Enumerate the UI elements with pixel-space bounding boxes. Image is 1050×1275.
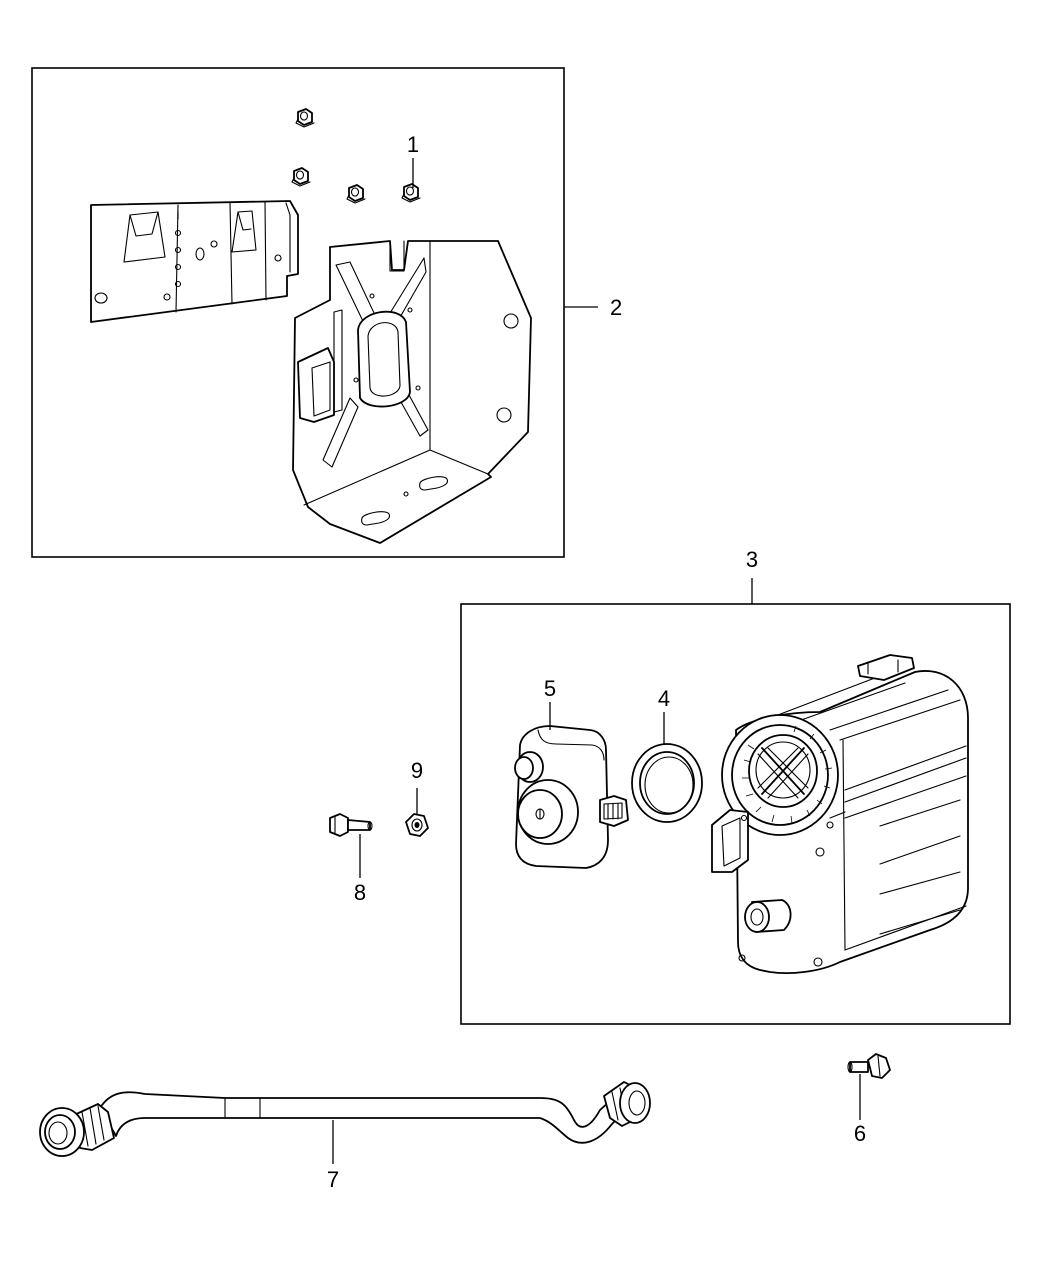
canister-bracket [292,240,532,544]
nut-1d [401,183,421,203]
nut-1a [295,108,315,128]
callout-9: 9 [411,758,423,783]
vapor-hose [39,1081,651,1157]
seal-ring [631,743,703,823]
bolt-8 [329,813,373,837]
mounting-plate [90,200,299,323]
bolt-6 [847,1053,891,1079]
callout-5: 5 [544,676,556,701]
bracket-group-frame [31,67,565,558]
callout-3: 3 [746,547,758,572]
nut-1c [346,184,366,204]
vapor-canister [711,654,969,975]
callout-4: 4 [658,686,670,711]
callout-1: 1 [407,132,419,157]
nut-9 [405,813,429,837]
callout-8: 8 [354,880,366,905]
callout-2: 2 [610,295,622,320]
callout-6: 6 [854,1121,866,1146]
vent-filter-housing [514,725,629,869]
canister-group-frame [460,603,1011,1025]
callout-7: 7 [327,1167,339,1192]
nut-1b [291,167,311,187]
